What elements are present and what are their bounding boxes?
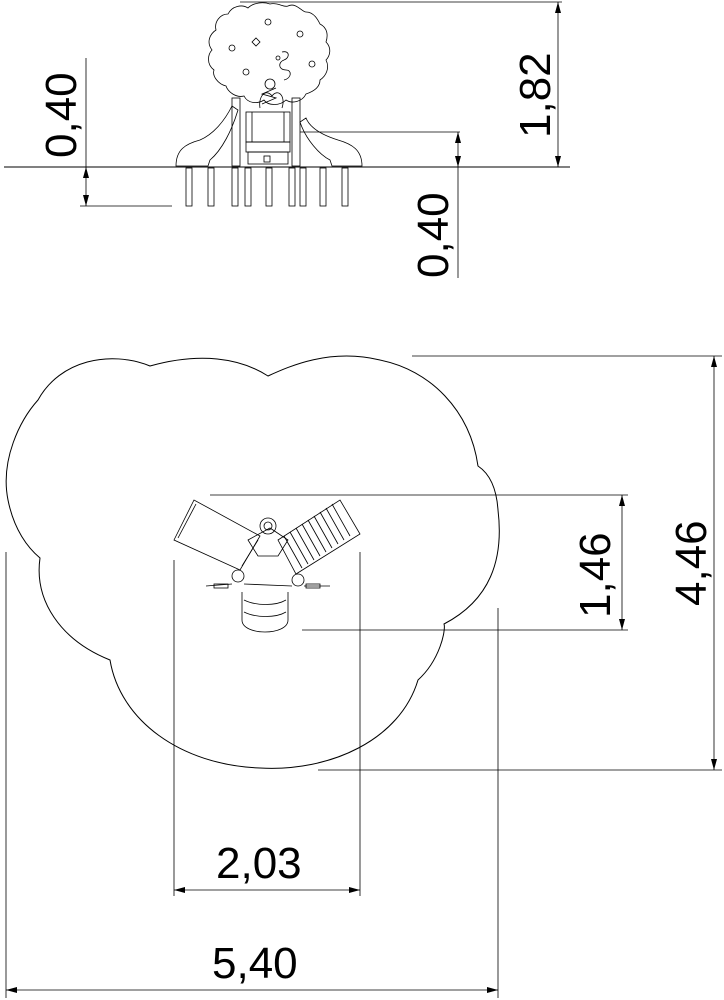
dimension-outer-width: 5,40 <box>5 552 499 998</box>
dimension-inner-width: 2,03 <box>173 552 361 896</box>
plan-tower <box>205 517 330 589</box>
dimension-label-outer-depth: 4,46 <box>667 520 716 606</box>
plan-slide-bottom <box>241 592 289 633</box>
canopy-flowers <box>228 18 316 90</box>
dimension-label-ground-depth-right: 0,40 <box>409 192 458 278</box>
dimension-inner-depth: 1,46 <box>210 494 628 631</box>
dimension-label-ground-depth-left: 0,40 <box>37 72 86 158</box>
tower-frame <box>231 87 301 167</box>
left-slide <box>175 105 239 167</box>
dimension-total-height: 1,82 <box>240 1 562 167</box>
dimension-label-inner-depth: 1,46 <box>571 532 620 618</box>
elevation-view <box>4 2 570 207</box>
safety-zone-outline <box>5 355 500 769</box>
dimension-label-outer-width: 5,40 <box>212 939 298 988</box>
dimension-ground-depth-left: 0,40 <box>37 58 172 207</box>
foundation-posts <box>185 167 349 207</box>
tree-canopy <box>208 2 331 105</box>
right-slide <box>299 117 363 167</box>
dimension-ground-depth-right: 0,40 <box>409 132 461 278</box>
plan-view <box>5 355 500 769</box>
plan-stair-right <box>277 499 361 575</box>
dimension-outer-depth: 4,46 <box>318 355 722 771</box>
dimension-label-total-height: 1,82 <box>511 52 560 138</box>
dimension-label-inner-width: 2,03 <box>216 839 302 888</box>
plan-slide-left <box>173 499 261 571</box>
